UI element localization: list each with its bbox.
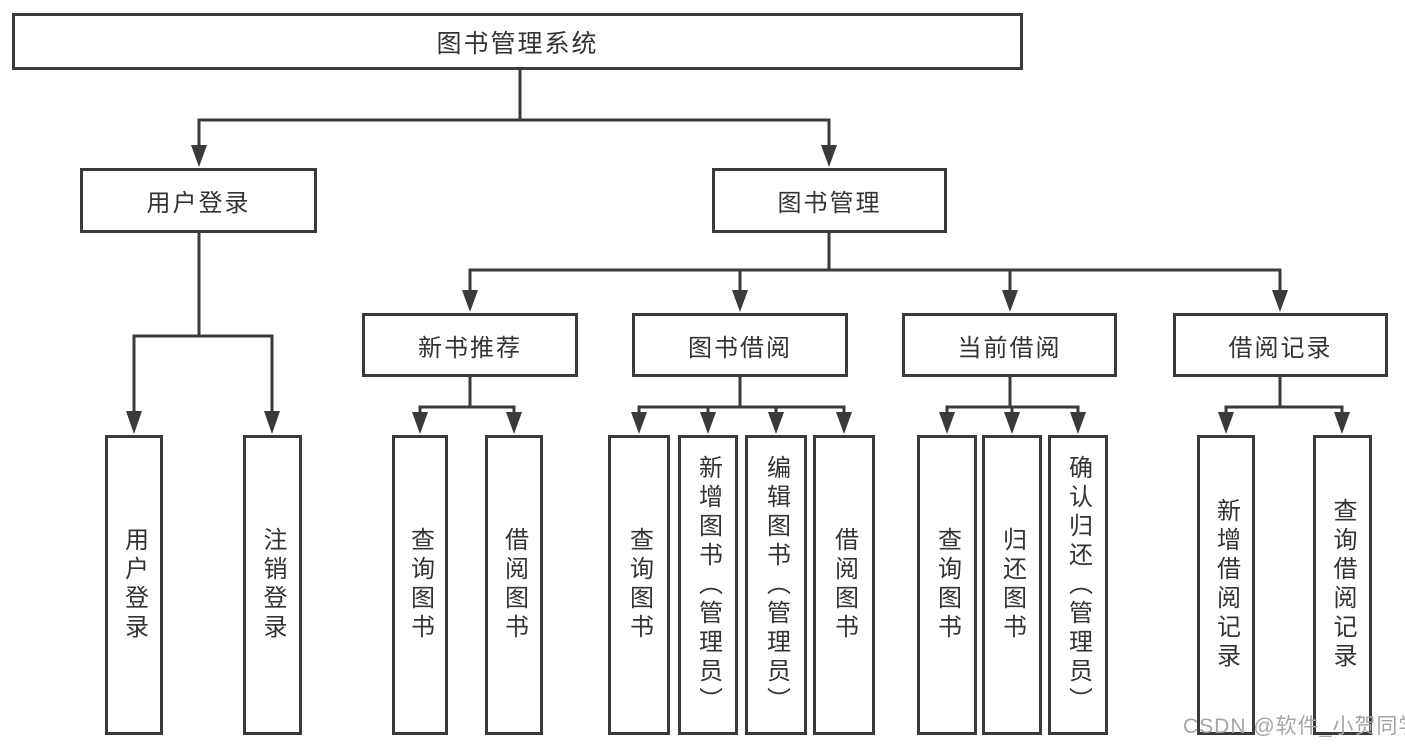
leaf-add-borrow-record: 新增借阅记录 <box>1197 435 1255 735</box>
node-library-management-system: 图书管理系统 <box>12 13 1023 70</box>
leaf-query-borrow-record: 查询借阅记录 <box>1313 435 1372 735</box>
leaf-query-books-1: 查询图书 <box>392 435 448 735</box>
leaf-confirm-return-admin: 确认归还（管理员） <box>1048 435 1108 735</box>
node-book-management: 图书管理 <box>712 168 947 233</box>
leaf-borrow-books-1: 借阅图书 <box>485 435 543 735</box>
leaf-logout: 注销登录 <box>243 435 302 735</box>
connector-current-borrow-children <box>939 375 1086 434</box>
leaf-return-book: 归还图书 <box>982 435 1042 735</box>
leaf-query-books-2: 查询图书 <box>608 435 670 735</box>
node-user-login: 用户登录 <box>80 168 317 233</box>
leaf-add-book-admin: 新增图书（管理员） <box>678 435 738 735</box>
connector-book-management-to-level3 <box>462 231 1288 312</box>
leaf-user-login: 用户登录 <box>105 435 163 735</box>
connector-book-borrow-children <box>631 375 852 434</box>
connector-root-to-level2 <box>191 68 837 167</box>
watermark: CSDN @软件_小贺同学 <box>1183 715 1405 738</box>
node-book-borrowing: 图书借阅 <box>632 313 848 377</box>
node-new-book-recommend: 新书推荐 <box>362 313 578 377</box>
leaf-edit-book-admin: 编辑图书（管理员） <box>745 435 807 735</box>
leaf-query-books-3: 查询图书 <box>917 435 977 735</box>
connector-user-login-children <box>126 231 280 434</box>
node-current-borrowing: 当前借阅 <box>902 313 1117 377</box>
node-borrowing-records: 借阅记录 <box>1173 313 1388 377</box>
leaf-borrow-books-2: 借阅图书 <box>813 435 875 735</box>
connector-borrow-record-children <box>1218 375 1350 434</box>
connector-new-book-children <box>412 375 522 434</box>
